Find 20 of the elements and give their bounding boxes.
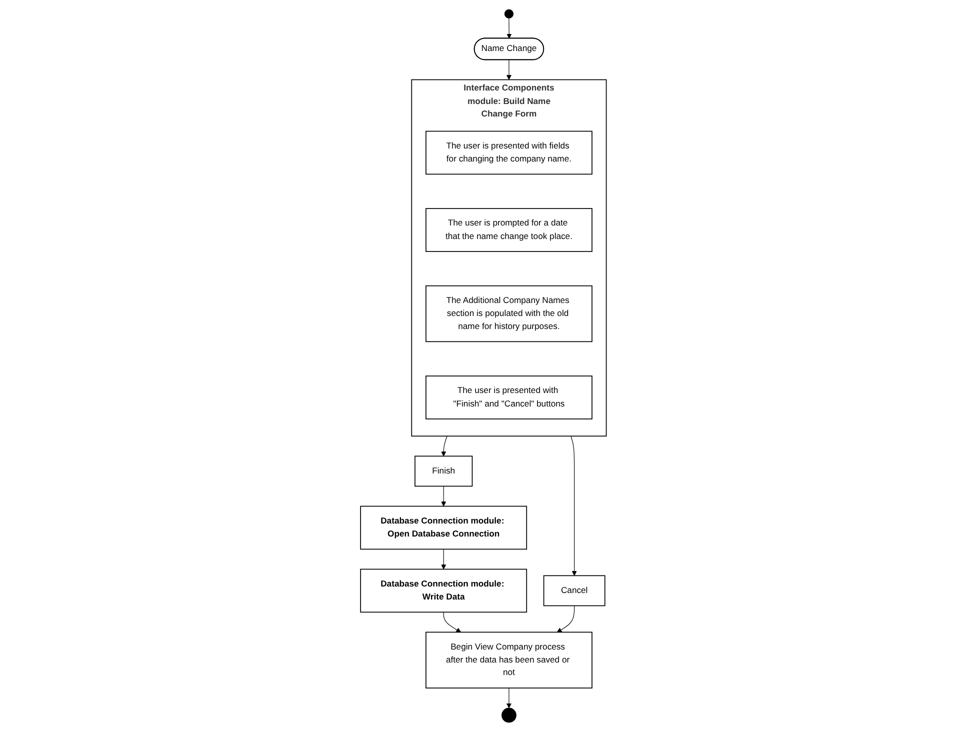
node-box: The user is presented with fields for changing the company name. <box>425 130 592 175</box>
arrow <box>440 486 446 506</box>
node-circle <box>501 708 516 723</box>
node-box: The Additional Company Names section is populated with the old name for history purposes. <box>425 285 592 342</box>
node-box: The user is prompted for a date that the name change took place. <box>425 208 592 252</box>
arrow <box>442 612 461 632</box>
arrow <box>506 59 512 80</box>
arrow <box>506 18 512 39</box>
arrow <box>570 436 576 576</box>
node-box: Finish <box>414 456 472 487</box>
node-box: The user is presented with "Finish" and "Cancel" buttons <box>425 376 592 420</box>
arrow <box>440 436 447 456</box>
node-box: Cancel <box>542 575 605 606</box>
arrow <box>440 548 446 570</box>
arrow <box>506 688 512 708</box>
node-box: Begin View Company process after the data has been saved or not <box>425 632 592 688</box>
node-box: Database Connection module: Open Database Connection <box>360 506 527 550</box>
arrow <box>556 605 574 632</box>
node-circle <box>504 9 514 18</box>
node-box: Database Connection module: Write Data <box>360 568 527 613</box>
